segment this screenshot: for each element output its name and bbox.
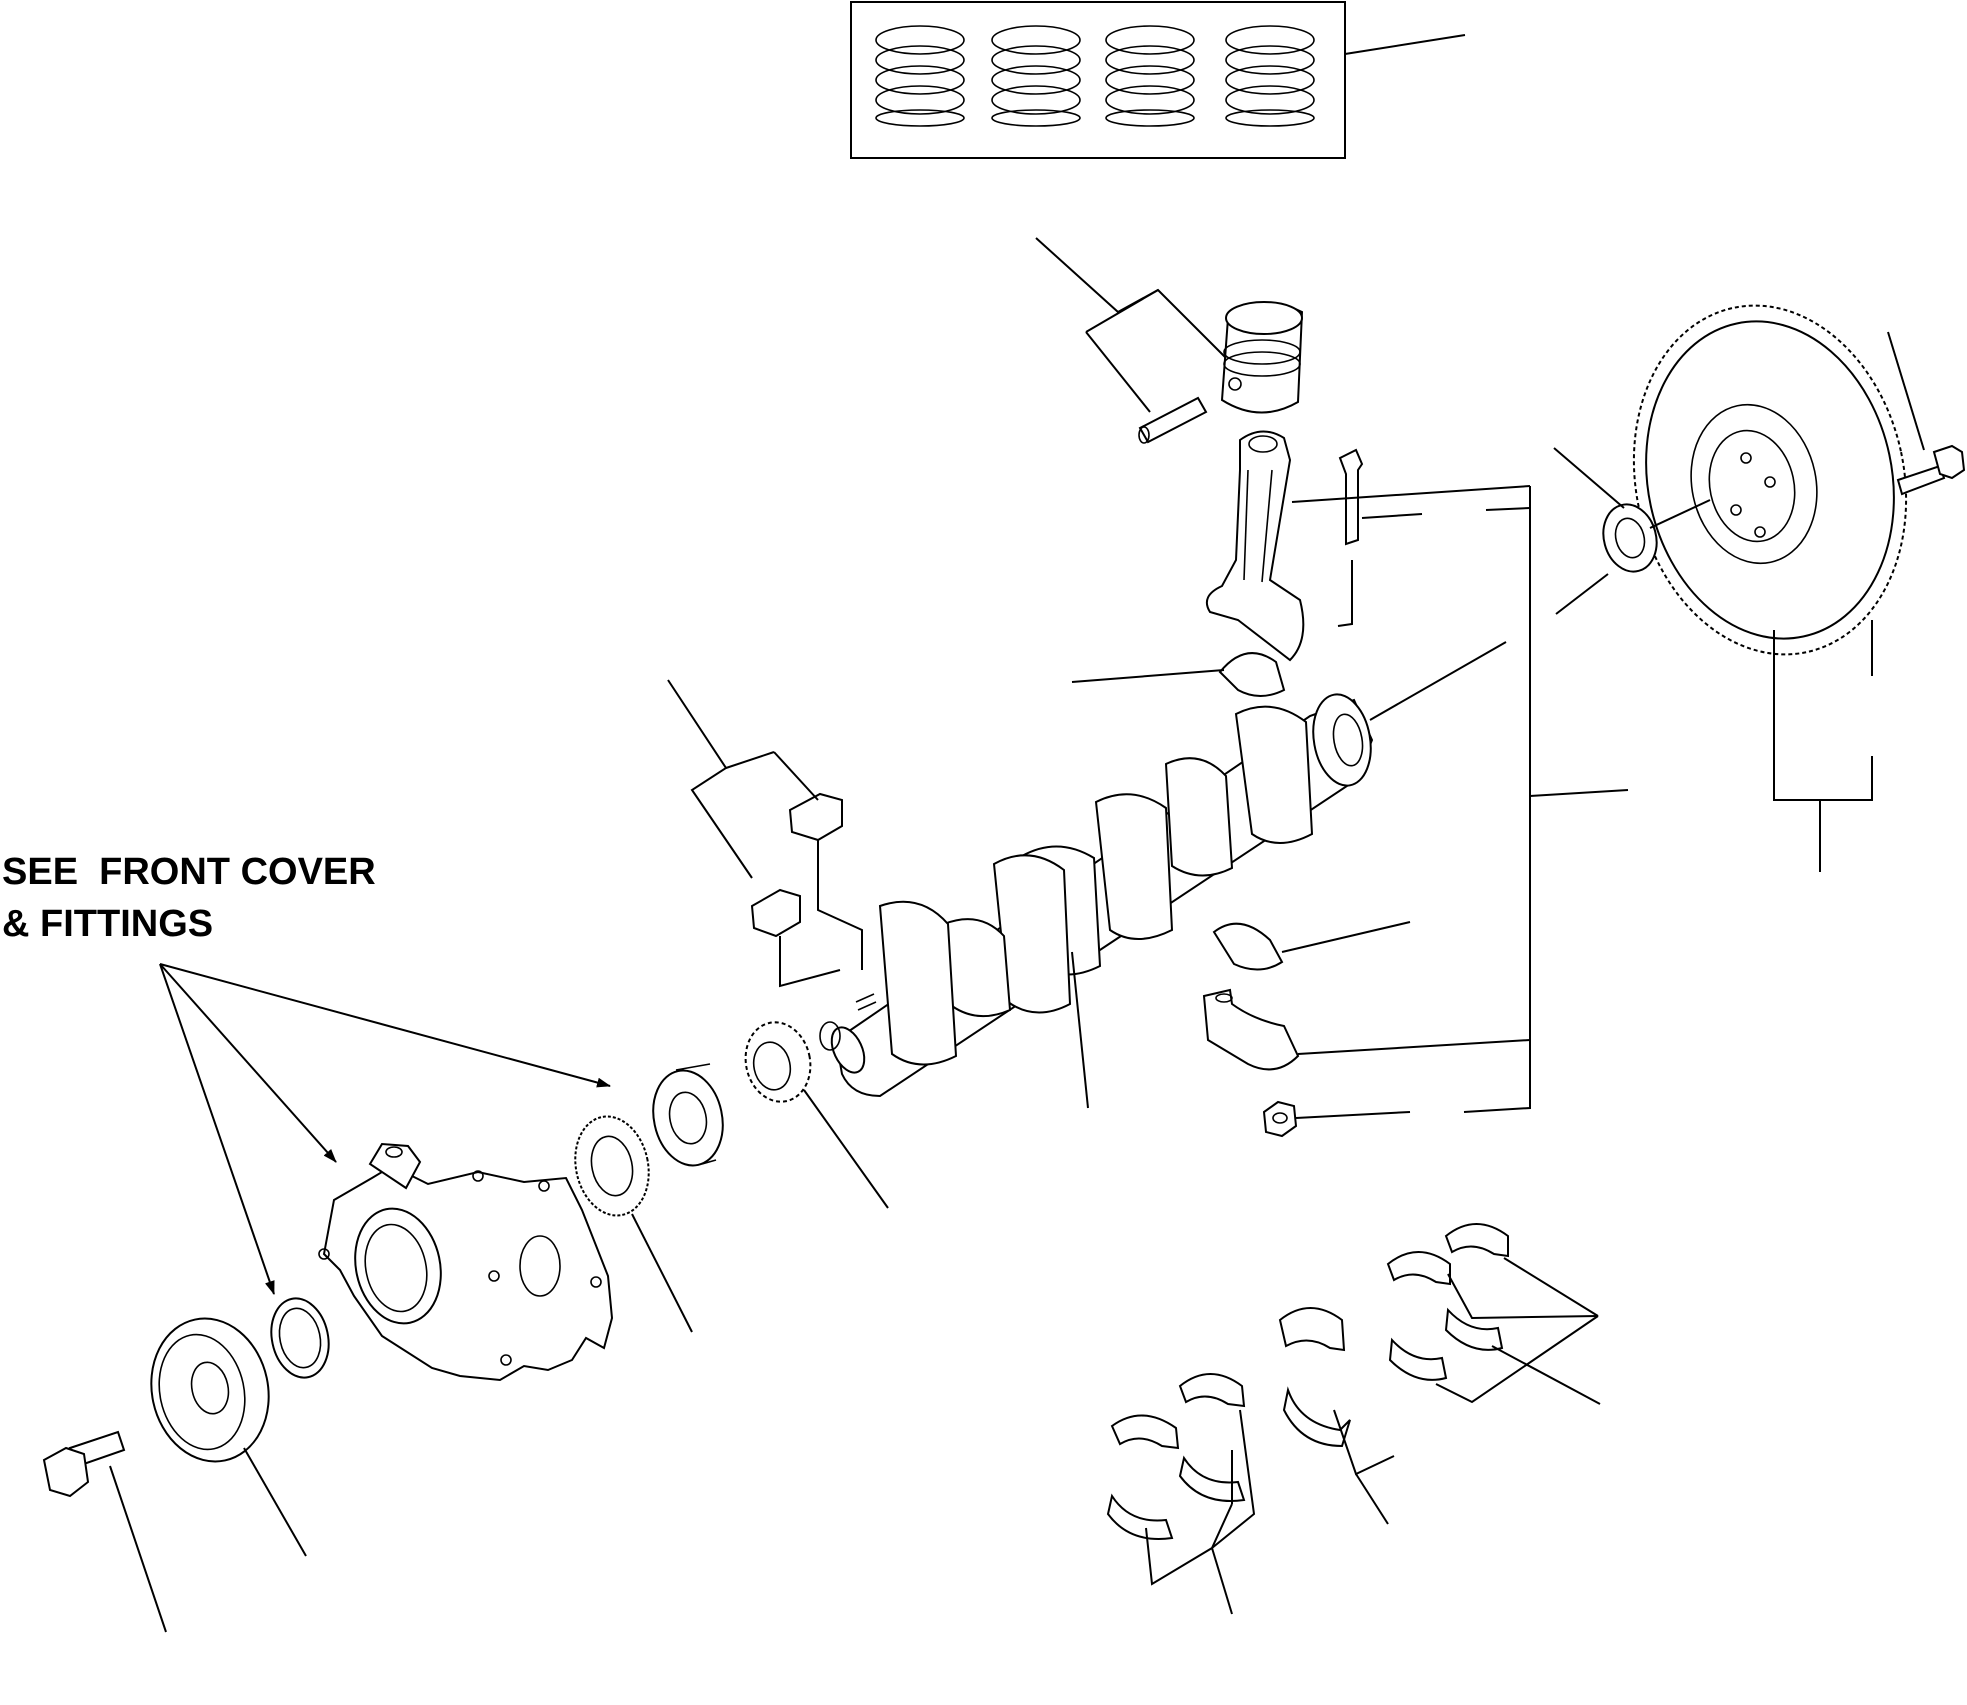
- main-bearing[interactable]: [1212, 922, 1284, 971]
- bearing-set-left[interactable]: [1106, 1373, 1246, 1540]
- pulley-bolt[interactable]: [42, 1430, 126, 1498]
- bearing-callouts: [1281, 921, 1531, 1119]
- rod-nut[interactable]: [1262, 1100, 1298, 1138]
- thrust-bearing[interactable]: [1202, 988, 1300, 1071]
- key-callouts: [667, 679, 863, 988]
- front-cover-note-line2: & FITTINGS: [2, 903, 214, 945]
- front-cover-note: SEE FRONT COVER & FITTINGS: [2, 846, 376, 950]
- pilot-bearing[interactable]: [1596, 498, 1664, 577]
- front-seal[interactable]: [264, 1293, 335, 1383]
- crankshaft-callouts: [1071, 641, 1507, 1109]
- woodruff-key-2[interactable]: [750, 888, 801, 938]
- bearing-set-middle[interactable]: [1278, 1307, 1351, 1448]
- piston-callout: [1035, 237, 1227, 413]
- rod-callouts: [1071, 485, 1629, 1113]
- connecting-rod[interactable]: [1206, 430, 1305, 662]
- oil-slinger[interactable]: [566, 1110, 657, 1223]
- crankshaft-gear[interactable]: [645, 1063, 731, 1172]
- flywheel[interactable]: [1602, 280, 1937, 680]
- front-cover[interactable]: [318, 1142, 614, 1382]
- front-cover-note-line1: SEE FRONT COVER: [2, 851, 376, 893]
- crankshaft[interactable]: [819, 690, 1378, 1098]
- crankshaft-pulley[interactable]: [138, 1308, 281, 1473]
- rod-bearing[interactable]: [1218, 652, 1286, 697]
- lower-callouts: [1145, 1257, 1601, 1615]
- piston-pin[interactable]: [1138, 396, 1208, 444]
- piston-ring-set[interactable]: [850, 1, 1466, 159]
- piston[interactable]: [1220, 301, 1304, 414]
- flywheel-callouts: [1553, 331, 1925, 872]
- rod-bolt[interactable]: [1338, 448, 1364, 546]
- flywheel-bolt[interactable]: [1896, 444, 1966, 496]
- timing-sprocket[interactable]: [738, 1016, 817, 1108]
- front-callouts: [109, 963, 889, 1633]
- bearing-set-right[interactable]: [1386, 1223, 1509, 1381]
- woodruff-key[interactable]: [788, 792, 843, 842]
